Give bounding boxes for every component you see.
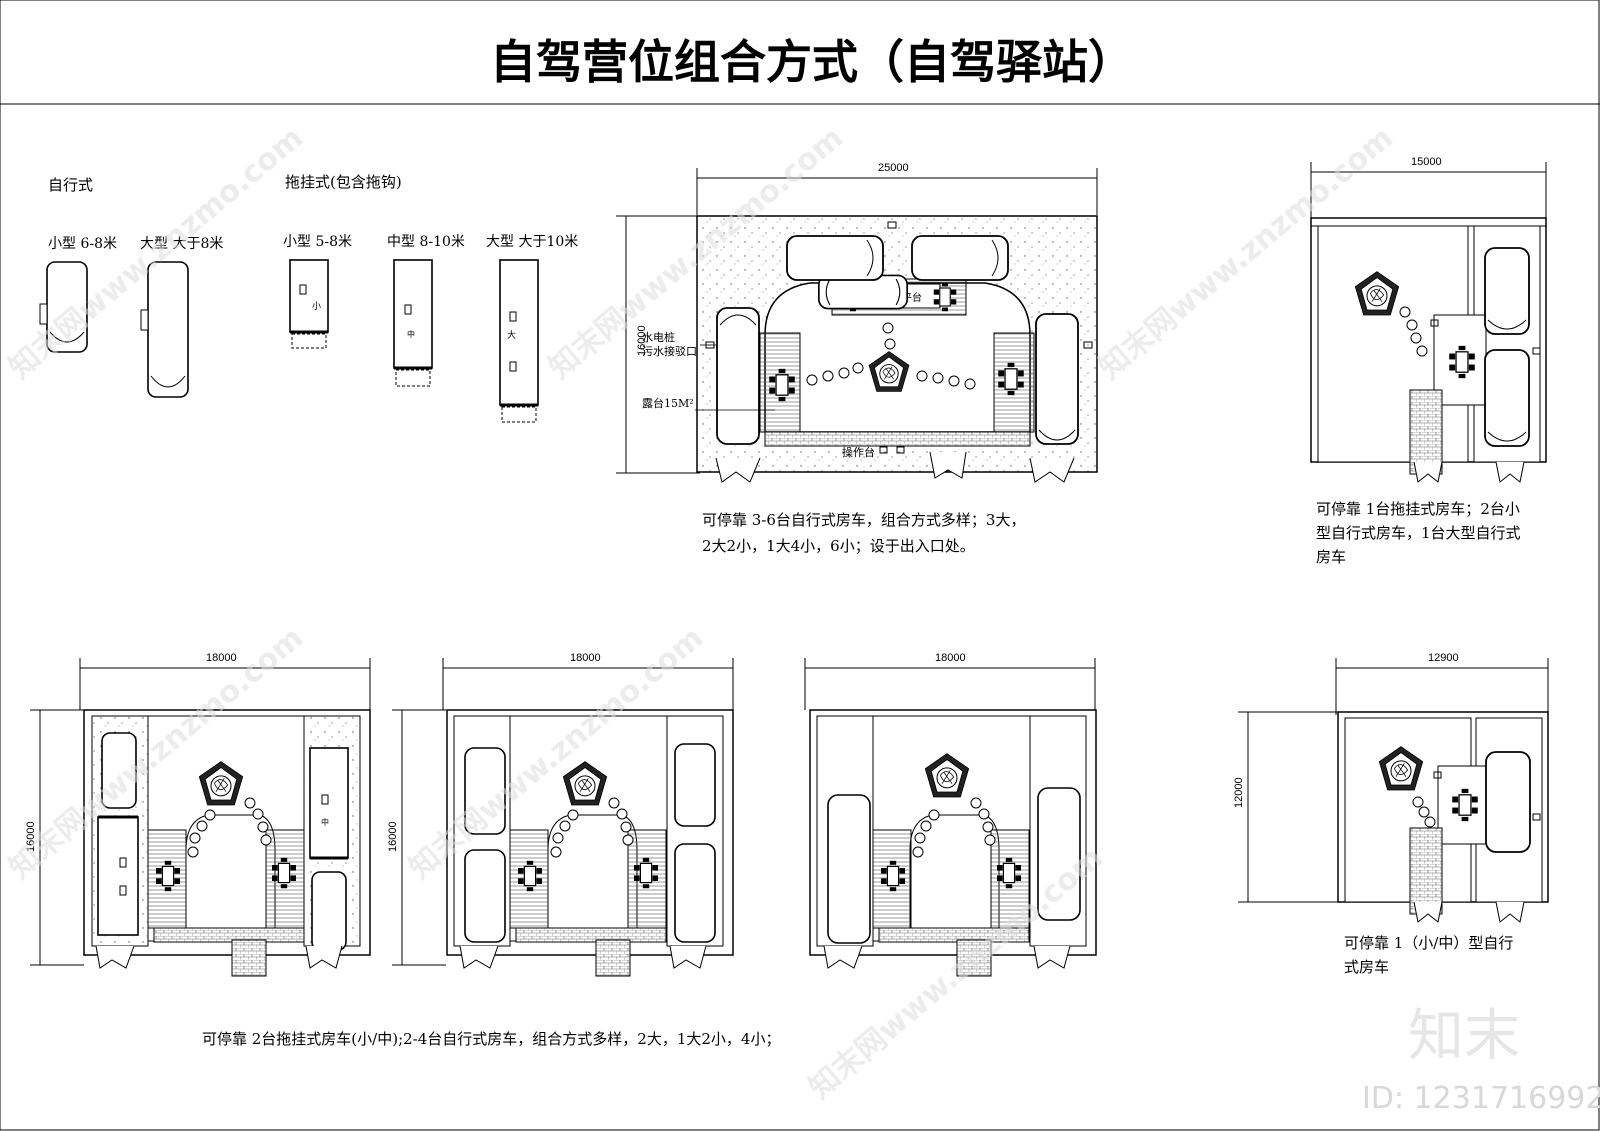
plan-b2-width-dim: 18000 bbox=[570, 652, 601, 664]
legend-tw-large-label: 大型 大于10米 bbox=[486, 234, 578, 250]
plan-tr-caption-line-2: 型自行式房车，1台大型自行式 bbox=[1316, 524, 1521, 542]
legend-sp-large-label: 大型 大于8米 bbox=[140, 236, 223, 252]
plan-top-right: 15000 可停靠 1台拖挂式房车；2台小 型自行式房车，1台大型自行式 房车 bbox=[1310, 156, 1547, 566]
legend-tw-small-label: 小型 5-8米 bbox=[283, 234, 352, 250]
plan-main-utility-label-1: 水电桩 bbox=[642, 330, 675, 344]
legend-sp-small-label: 小型 6-8米 bbox=[48, 236, 117, 252]
legend-section: 自行式 拖挂式(包含拖钩) 小型 6-8米 大型 大于8米 小型 5-8米 中型… bbox=[39, 173, 578, 423]
legend-tw-mid-trailer: 中 bbox=[393, 259, 433, 387]
legend-tw-large-trailer: 大 bbox=[499, 259, 539, 423]
plan-main-height-dim: 16000 bbox=[636, 325, 648, 356]
plan-bottom-2: 18000 16000 bbox=[387, 652, 734, 977]
plan-bottom-right: 12900 12000 可停靠 1（小/中）型自行 式房车 bbox=[1233, 652, 1549, 976]
plan-bottom-1: 18000 16000 中 bbox=[25, 652, 371, 977]
watermark-id: ID: 1231716992 bbox=[1362, 1081, 1600, 1116]
plan-main-console-label: 操作台 bbox=[842, 445, 875, 459]
bottom-caption: 可停靠 2台拖挂式房车(小/中);2-4台自行式房车，组合方式多样，2大，1大2… bbox=[202, 1030, 780, 1048]
plan-main-caption-line-1: 可停靠 3-6台自行式房车，组合方式多样；3大， bbox=[702, 511, 1025, 529]
legend-tw-large-mark: 大 bbox=[507, 329, 516, 341]
watermark-brand: 知末 bbox=[1408, 1004, 1520, 1069]
plan-main-caption-line-2: 2大2小，1大4小，6小；设于出入口处。 bbox=[702, 537, 975, 555]
plan-br-width-dim: 12900 bbox=[1428, 652, 1459, 664]
legend-self-propelled-heading: 自行式 bbox=[48, 176, 93, 194]
legend-tw-mid-mark: 中 bbox=[407, 329, 415, 339]
plan-b3-width-dim: 18000 bbox=[935, 652, 966, 664]
plan-br-caption-line-1: 可停靠 1（小/中）型自行 bbox=[1344, 934, 1513, 952]
legend-tw-small-mark: 小 bbox=[312, 301, 321, 312]
plan-br-height-dim: 12000 bbox=[1233, 777, 1245, 808]
plan-b2-height-dim: 16000 bbox=[387, 821, 399, 852]
page-title: 自驾营位组合方式（自驾驿站） bbox=[490, 35, 1134, 89]
legend-towed-heading: 拖挂式(包含拖钩) bbox=[285, 173, 402, 191]
plan-tr-caption-line-1: 可停靠 1台拖挂式房车；2台小 bbox=[1316, 500, 1520, 518]
plan-tr-width-dim: 15000 bbox=[1411, 156, 1442, 168]
plan-tr-caption-line-3: 房车 bbox=[1316, 548, 1346, 566]
plan-main-utility-label-2: 污水接驳口 bbox=[642, 345, 697, 358]
plan-main-width-dim: 25000 bbox=[878, 162, 909, 174]
plan-main-deck-label: 露台15M² bbox=[642, 396, 694, 410]
plan-br-caption-line-2: 式房车 bbox=[1344, 958, 1389, 976]
legend-tw-small-trailer: 小 bbox=[289, 259, 329, 349]
legend-sp-small-vehicle bbox=[39, 261, 88, 353]
legend-tw-mid-label: 中型 8-10米 bbox=[387, 234, 465, 250]
plan-b1-height-dim: 16000 bbox=[25, 821, 37, 852]
plan-b1-mark: 中 bbox=[321, 817, 329, 827]
plan-b1-width-dim: 18000 bbox=[206, 652, 237, 664]
legend-sp-large-vehicle bbox=[140, 261, 189, 398]
plan-main: 25000 16000 聚会大平台 bbox=[616, 162, 1098, 555]
plan-bottom-3: 18000 bbox=[804, 652, 1097, 977]
